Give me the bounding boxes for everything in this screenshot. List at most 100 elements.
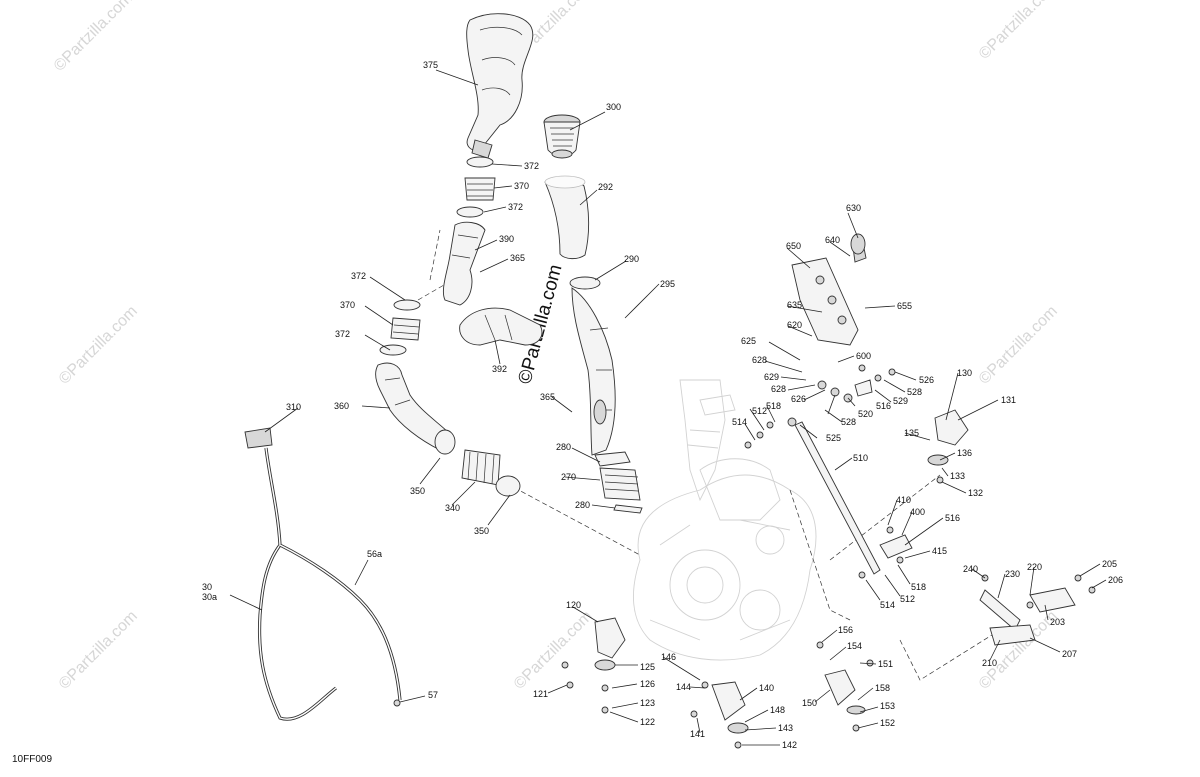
callout-30a: 30a xyxy=(202,592,217,602)
callout-370: 370 xyxy=(514,181,529,191)
part-120-mount xyxy=(561,617,626,714)
callout-141: 141 xyxy=(690,729,705,739)
part-203-cluster xyxy=(979,574,1096,646)
callout-518: 518 xyxy=(766,401,781,411)
callout-372: 372 xyxy=(524,161,539,171)
callout-56a: 56a xyxy=(367,549,382,559)
callout-372: 372 xyxy=(508,202,523,212)
part-510-rod xyxy=(787,417,881,575)
callout-528: 528 xyxy=(841,417,856,427)
callout-655: 655 xyxy=(897,301,912,311)
callout-123: 123 xyxy=(640,698,655,708)
callout-510: 510 xyxy=(853,453,868,463)
callout-370: 370 xyxy=(340,300,355,310)
callout-350: 350 xyxy=(474,526,489,536)
callout-270: 270 xyxy=(561,472,576,482)
callout-230: 230 xyxy=(1005,569,1020,579)
callout-516: 516 xyxy=(945,513,960,523)
callout-628: 628 xyxy=(752,355,767,365)
callout-514: 514 xyxy=(732,417,747,427)
callout-375: 375 xyxy=(423,60,438,70)
callout-600: 600 xyxy=(856,351,871,361)
callout-526: 526 xyxy=(919,375,934,385)
callout-130: 130 xyxy=(957,368,972,378)
callout-310: 310 xyxy=(286,402,301,412)
watermark-top-left: ©Partzilla.com xyxy=(51,0,136,75)
callout-520: 520 xyxy=(858,409,873,419)
callout-292: 292 xyxy=(598,182,613,192)
callout-labels: 375 300 372 370 372 292 390 365 630 640 … xyxy=(202,60,1123,750)
callout-516: 516 xyxy=(876,401,891,411)
callout-150: 150 xyxy=(802,698,817,708)
callout-365: 365 xyxy=(510,253,525,263)
callout-136: 136 xyxy=(957,448,972,458)
callout-143: 143 xyxy=(778,723,793,733)
callout-650: 650 xyxy=(786,241,801,251)
callout-280: 280 xyxy=(575,500,590,510)
callout-372: 372 xyxy=(351,271,366,281)
callout-154: 154 xyxy=(847,641,862,651)
callout-125: 125 xyxy=(640,662,655,672)
callout-135: 135 xyxy=(904,428,919,438)
callout-151: 151 xyxy=(878,659,893,669)
callout-340: 340 xyxy=(445,503,460,513)
callout-400: 400 xyxy=(910,507,925,517)
watermark-mid-right: ©Partzilla.com xyxy=(976,303,1061,388)
callout-206: 206 xyxy=(1108,575,1123,585)
watermark-bottom-mid: ©Partzilla.com xyxy=(511,608,596,693)
callout-392: 392 xyxy=(492,364,507,374)
callout-635: 635 xyxy=(787,300,802,310)
callout-525: 525 xyxy=(826,433,841,443)
callout-140: 140 xyxy=(759,683,774,693)
callout-620: 620 xyxy=(787,320,802,330)
callout-144: 144 xyxy=(676,682,691,692)
part-375-intake-duct xyxy=(466,13,534,159)
callout-512: 512 xyxy=(900,594,915,604)
callout-640: 640 xyxy=(825,235,840,245)
callout-205: 205 xyxy=(1102,559,1117,569)
watermark-mid-left: ©Partzilla.com xyxy=(56,303,141,388)
part-270-strip xyxy=(594,451,643,514)
leader-lines xyxy=(229,69,1107,746)
part-300-air-filter xyxy=(543,114,581,159)
callout-625: 625 xyxy=(741,336,756,346)
callout-626: 626 xyxy=(791,394,806,404)
callout-156: 156 xyxy=(838,625,853,635)
upper-clamps-and-boot xyxy=(456,156,496,218)
callout-126: 126 xyxy=(640,679,655,689)
callout-142: 142 xyxy=(782,740,797,750)
part-290-intake-duct xyxy=(569,276,616,456)
callout-529: 529 xyxy=(893,396,908,406)
callout-528: 528 xyxy=(907,387,922,397)
callout-122: 122 xyxy=(640,717,655,727)
watermark-top-right: ©Partzilla.com xyxy=(976,0,1061,63)
part-140-mount xyxy=(690,681,749,749)
callout-120: 120 xyxy=(566,600,581,610)
callout-300: 300 xyxy=(606,102,621,112)
callout-518: 518 xyxy=(911,582,926,592)
callout-131: 131 xyxy=(1001,395,1016,405)
callout-133: 133 xyxy=(950,471,965,481)
callout-280: 280 xyxy=(556,442,571,452)
callout-410: 410 xyxy=(896,495,911,505)
callout-360: 360 xyxy=(334,401,349,411)
callout-121: 121 xyxy=(533,689,548,699)
part-150-mount xyxy=(816,641,874,732)
callout-240: 240 xyxy=(963,564,978,574)
part-650-panel xyxy=(791,233,867,346)
callout-372: 372 xyxy=(335,329,350,339)
callout-220: 220 xyxy=(1027,562,1042,572)
callout-512: 512 xyxy=(752,406,767,416)
diagram-code-label: 10FF009 xyxy=(12,754,53,765)
engine-ghost-outline xyxy=(632,379,817,661)
mid-clamps-and-boot xyxy=(379,299,421,356)
callout-365: 365 xyxy=(540,392,555,402)
part-390-duct xyxy=(442,221,486,306)
callout-350: 350 xyxy=(410,486,425,496)
callout-628: 628 xyxy=(771,384,786,394)
callout-158: 158 xyxy=(875,683,890,693)
assembly-dash-lines xyxy=(417,229,1001,681)
callout-146: 146 xyxy=(661,652,676,662)
